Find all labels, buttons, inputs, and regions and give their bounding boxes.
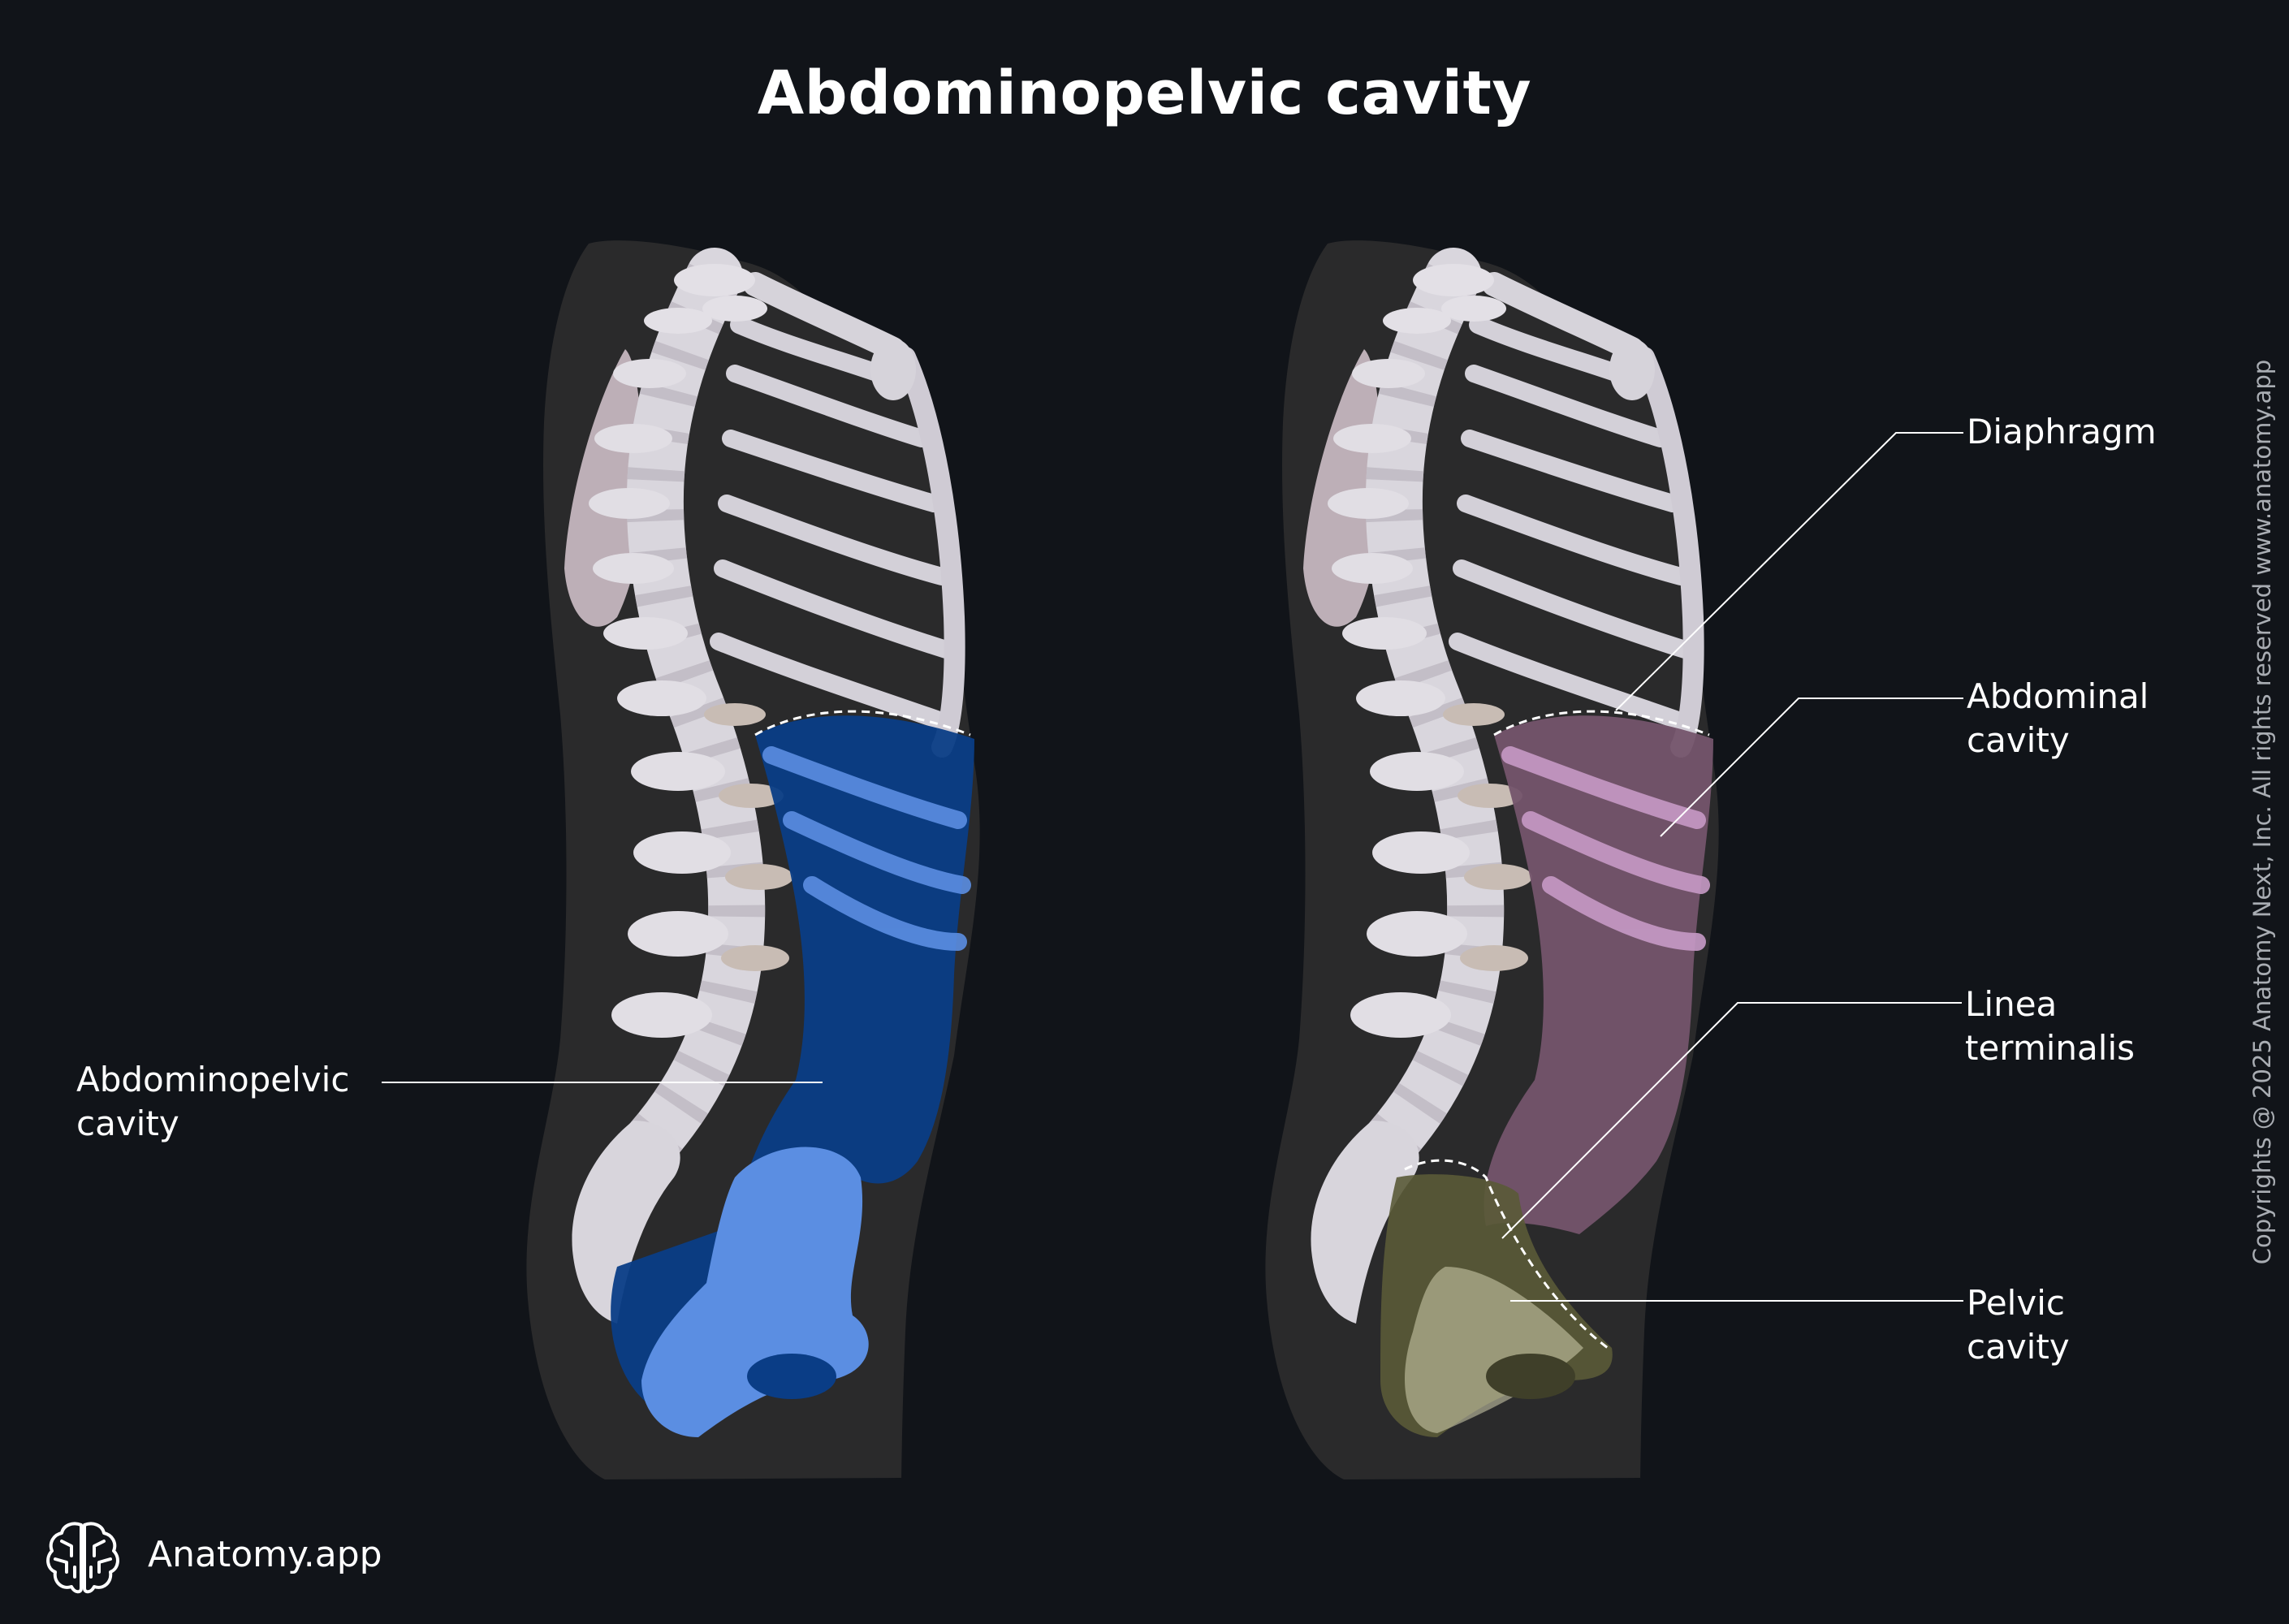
abdominal-cavity-region xyxy=(1484,715,1713,1234)
leader-diaphragm xyxy=(1615,432,1963,711)
label-abdominopelvic-cavity: Abdominopelvic cavity xyxy=(76,1060,350,1143)
left-figure xyxy=(526,240,979,1483)
label-diaphragm: Diaphragm xyxy=(1967,412,2157,451)
label-linea-terminalis: Linea terminalis xyxy=(1965,984,2135,1068)
label-pelvic-cavity: Pelvic cavity xyxy=(1967,1283,2070,1367)
brain-logo-icon xyxy=(46,1522,119,1594)
copyright-notice: Copyrights @ 2025 Anatomy Next, Inc. All… xyxy=(2248,359,2276,1265)
leader-abdominal xyxy=(1660,698,1963,837)
right-figure xyxy=(1265,240,1718,1483)
abdominopelvic-cavity-region xyxy=(611,715,974,1405)
leader-linea xyxy=(1501,1002,1962,1239)
page-title: Abdominopelvic cavity xyxy=(757,58,1532,128)
brand-name[interactable]: Anatomy.app xyxy=(148,1534,382,1575)
label-abdominal-cavity: Abdominal cavity xyxy=(1967,676,2149,760)
